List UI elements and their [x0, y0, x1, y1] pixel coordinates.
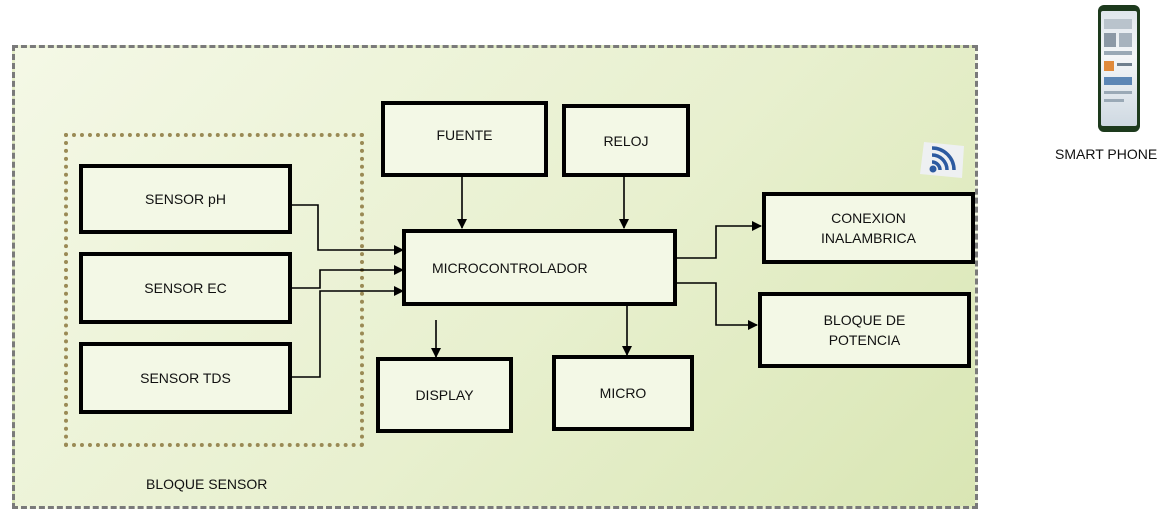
wire-mcu-to-conexion: [676, 226, 761, 258]
microcontrolador-label: MICROCONTROLADOR: [432, 258, 588, 278]
conexion-inalambrica-label: CONEXION INALAMBRICA: [821, 208, 916, 248]
bloque-potencia-box: BLOQUE DE POTENCIA: [758, 292, 971, 368]
micro-box: MICRO: [552, 355, 694, 431]
smartphone-icon: [1098, 5, 1140, 132]
sensor-ec-label: SENSOR EC: [144, 278, 226, 298]
wire-ec-to-mcu: [290, 270, 403, 288]
smartphone-screen: [1101, 11, 1137, 126]
fuente-box: FUENTE: [381, 101, 548, 177]
wire-ph-to-mcu: [290, 205, 403, 250]
micro-label: MICRO: [600, 383, 647, 403]
sensor-tds-box: SENSOR TDS: [79, 342, 292, 414]
reloj-box: RELOJ: [562, 104, 690, 177]
display-box: DISPLAY: [376, 357, 513, 433]
reloj-label: RELOJ: [603, 131, 648, 151]
bloque-potencia-label: BLOQUE DE POTENCIA: [824, 310, 906, 350]
conexion-inalambrica-box: CONEXION INALAMBRICA: [762, 192, 975, 264]
sensor-ec-box: SENSOR EC: [79, 252, 292, 324]
wire-mcu-to-potencia: [676, 283, 757, 325]
sensor-ph-label: SENSOR pH: [145, 189, 226, 209]
fuente-label: FUENTE: [437, 125, 493, 145]
microcontrolador-box: MICROCONTROLADOR: [402, 229, 677, 306]
smart-phone-label: SMART PHONE: [1055, 146, 1157, 162]
sensor-tds-label: SENSOR TDS: [140, 368, 231, 388]
wifi-icon: [918, 140, 966, 180]
bloque-sensor-label: BLOQUE SENSOR: [146, 476, 267, 492]
display-label: DISPLAY: [415, 385, 473, 405]
sensor-ph-box: SENSOR pH: [79, 164, 292, 234]
